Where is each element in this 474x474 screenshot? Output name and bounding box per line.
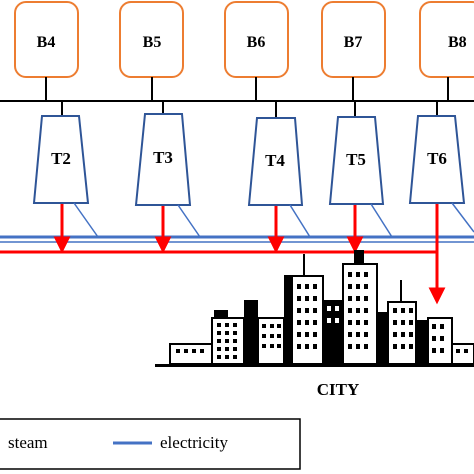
boiler-B7: B7 bbox=[321, 1, 386, 78]
turbine-connectors bbox=[61, 101, 438, 118]
arrow-head-icon bbox=[267, 236, 285, 254]
electricity-line bbox=[0, 235, 474, 243]
city-label: CITY bbox=[317, 380, 360, 399]
boiler-label: B8 bbox=[448, 34, 467, 51]
turbine-electric-ties bbox=[73, 202, 474, 238]
turbine-T2: T2 bbox=[32, 115, 90, 204]
legend: steam electricity bbox=[0, 418, 301, 470]
boiler-label: B6 bbox=[247, 34, 266, 51]
arrow-head-icon bbox=[428, 287, 446, 305]
steam-arrows bbox=[53, 204, 446, 305]
boiler-label: B7 bbox=[344, 34, 363, 51]
boiler-B6: B6 bbox=[224, 1, 289, 78]
arrow-head-icon bbox=[53, 236, 71, 254]
boiler-B5: B5 bbox=[119, 1, 184, 78]
boiler-label: B4 bbox=[37, 34, 56, 51]
turbine-label: T4 bbox=[265, 151, 285, 170]
legend-electricity-label: electricity bbox=[160, 433, 228, 452]
city-skyline-icon bbox=[155, 250, 474, 367]
boiler-B8: B8 bbox=[419, 1, 474, 78]
turbine-label: T6 bbox=[427, 149, 447, 168]
boiler-B4: B4 bbox=[14, 1, 79, 78]
boiler-connectors bbox=[45, 77, 449, 101]
arrow-head-icon bbox=[154, 236, 172, 254]
turbine-T4: T4 bbox=[247, 117, 304, 206]
turbine-label: T2 bbox=[51, 149, 71, 168]
turbine-T5: T5 bbox=[328, 116, 385, 205]
boiler-label: B5 bbox=[143, 34, 162, 51]
arrow-head-icon bbox=[346, 236, 364, 254]
turbine-T6: T6 bbox=[408, 115, 466, 204]
turbine-label: T3 bbox=[153, 148, 173, 167]
legend-steam-label: steam bbox=[8, 433, 48, 452]
turbine-T3: T3 bbox=[134, 113, 192, 206]
turbine-label: T5 bbox=[346, 150, 366, 169]
